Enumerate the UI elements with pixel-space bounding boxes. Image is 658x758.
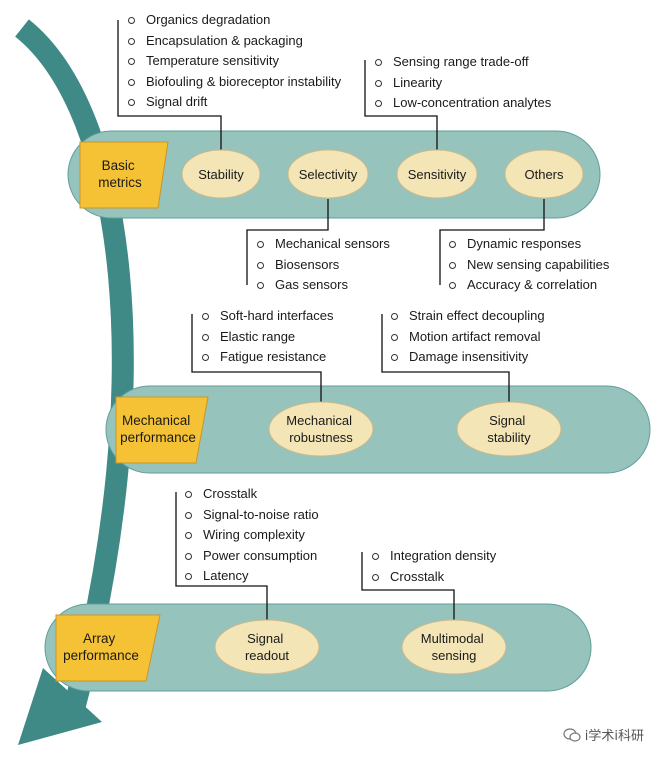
watermark: i学术i科研 <box>563 725 644 744</box>
list-others-issues: Dynamic responses New sensing capabiliti… <box>447 234 609 296</box>
metric-node-selectivity: Selectivity <box>287 149 369 199</box>
svg-text:Others: Others <box>524 167 564 182</box>
list-item: Biosensors <box>255 255 390 276</box>
list-item: Wiring complexity <box>183 525 319 546</box>
badge-mechanical-performance <box>115 396 209 464</box>
metric-node-stability: Stability <box>181 149 261 199</box>
list-item: Signal-to-noise ratio <box>183 505 319 526</box>
svg-text:Signal readout: Signal readout <box>245 631 289 663</box>
list-item: Encapsulation & packaging <box>126 31 341 52</box>
category-label-mechanical: Mechanical performance <box>120 413 196 445</box>
list-item: Sensing range trade-off <box>373 52 551 73</box>
connector-others <box>439 199 545 285</box>
list-item: Dynamic responses <box>447 234 609 255</box>
list-item: Fatigue resistance <box>200 347 333 368</box>
flow-arrow-head <box>18 668 102 745</box>
list-item: Motion artifact removal <box>389 327 545 348</box>
list-item: Integration density <box>370 546 496 567</box>
list-item: Low-concentration analytes <box>373 93 551 114</box>
category-label-array: Array performance <box>63 631 139 663</box>
list-item: Latency <box>183 566 319 587</box>
badge-array-performance <box>55 614 161 682</box>
list-item: Soft-hard interfaces <box>200 306 333 327</box>
connector-signal-readout <box>175 492 268 622</box>
list-item: Elastic range <box>200 327 333 348</box>
connector-lines <box>117 20 545 622</box>
category-label-basic: Basic metrics <box>98 158 142 190</box>
wechat-icon <box>563 727 581 742</box>
list-signal-stability-issues: Strain effect decoupling Motion artifact… <box>389 306 545 368</box>
list-signal-readout-issues: Crosstalk Signal-to-noise ratio Wiring c… <box>183 484 319 587</box>
list-item: Crosstalk <box>183 484 319 505</box>
metric-node-sensitivity: Sensitivity <box>396 149 478 199</box>
connector-multimodal <box>361 552 455 622</box>
list-item: Mechanical sensors <box>255 234 390 255</box>
list-stability-issues: Organics degradation Encapsulation & pac… <box>126 10 341 113</box>
metric-node-multimodal-sensing: Multimodal sensing <box>401 619 507 675</box>
list-item: New sensing capabilities <box>447 255 609 276</box>
list-mechanical-robustness-issues: Soft-hard interfaces Elastic range Fatig… <box>200 306 333 368</box>
list-item: Accuracy & correlation <box>447 275 609 296</box>
metric-node-signal-stability: Signal stability <box>456 401 562 457</box>
watermark-text: i学术i科研 <box>584 729 644 744</box>
list-multimodal-issues: Integration density Crosstalk <box>370 546 496 587</box>
list-item: Linearity <box>373 73 551 94</box>
metric-node-signal-readout: Signal readout <box>214 619 320 675</box>
list-selectivity-issues: Mechanical sensors Biosensors Gas sensor… <box>255 234 390 296</box>
list-item: Damage insensitivity <box>389 347 545 368</box>
list-item: Gas sensors <box>255 275 390 296</box>
list-item: Biofouling & bioreceptor instability <box>126 72 341 93</box>
flow-arrow-shaft <box>15 19 134 708</box>
connector-selectivity <box>246 199 329 285</box>
connector-stability <box>117 20 222 150</box>
metric-node-mechanical-robustness: Mechanical robustness <box>268 401 374 457</box>
svg-text:Sensitivity: Sensitivity <box>408 167 467 182</box>
svg-text:Mechanical robustness: Mechanical robustness <box>286 413 355 445</box>
connector-sensitivity <box>364 60 438 150</box>
badge-basic-metrics <box>79 141 169 209</box>
list-item: Power consumption <box>183 546 319 567</box>
svg-text:Stability: Stability <box>198 167 244 182</box>
svg-text:Multimodal sensing: Multimodal sensing <box>421 631 487 663</box>
connector-signal-stability <box>381 314 510 404</box>
list-sensitivity-issues: Sensing range trade-off Linearity Low-co… <box>373 52 551 114</box>
list-item: Organics degradation <box>126 10 341 31</box>
list-item: Crosstalk <box>370 567 496 588</box>
svg-text:Selectivity: Selectivity <box>299 167 358 182</box>
list-item: Strain effect decoupling <box>389 306 545 327</box>
list-item: Signal drift <box>126 92 341 113</box>
metric-node-others: Others <box>504 149 584 199</box>
connector-mech-robustness <box>191 314 322 404</box>
svg-text:Signal stability: Signal stability <box>487 413 531 445</box>
list-item: Temperature sensitivity <box>126 51 341 72</box>
